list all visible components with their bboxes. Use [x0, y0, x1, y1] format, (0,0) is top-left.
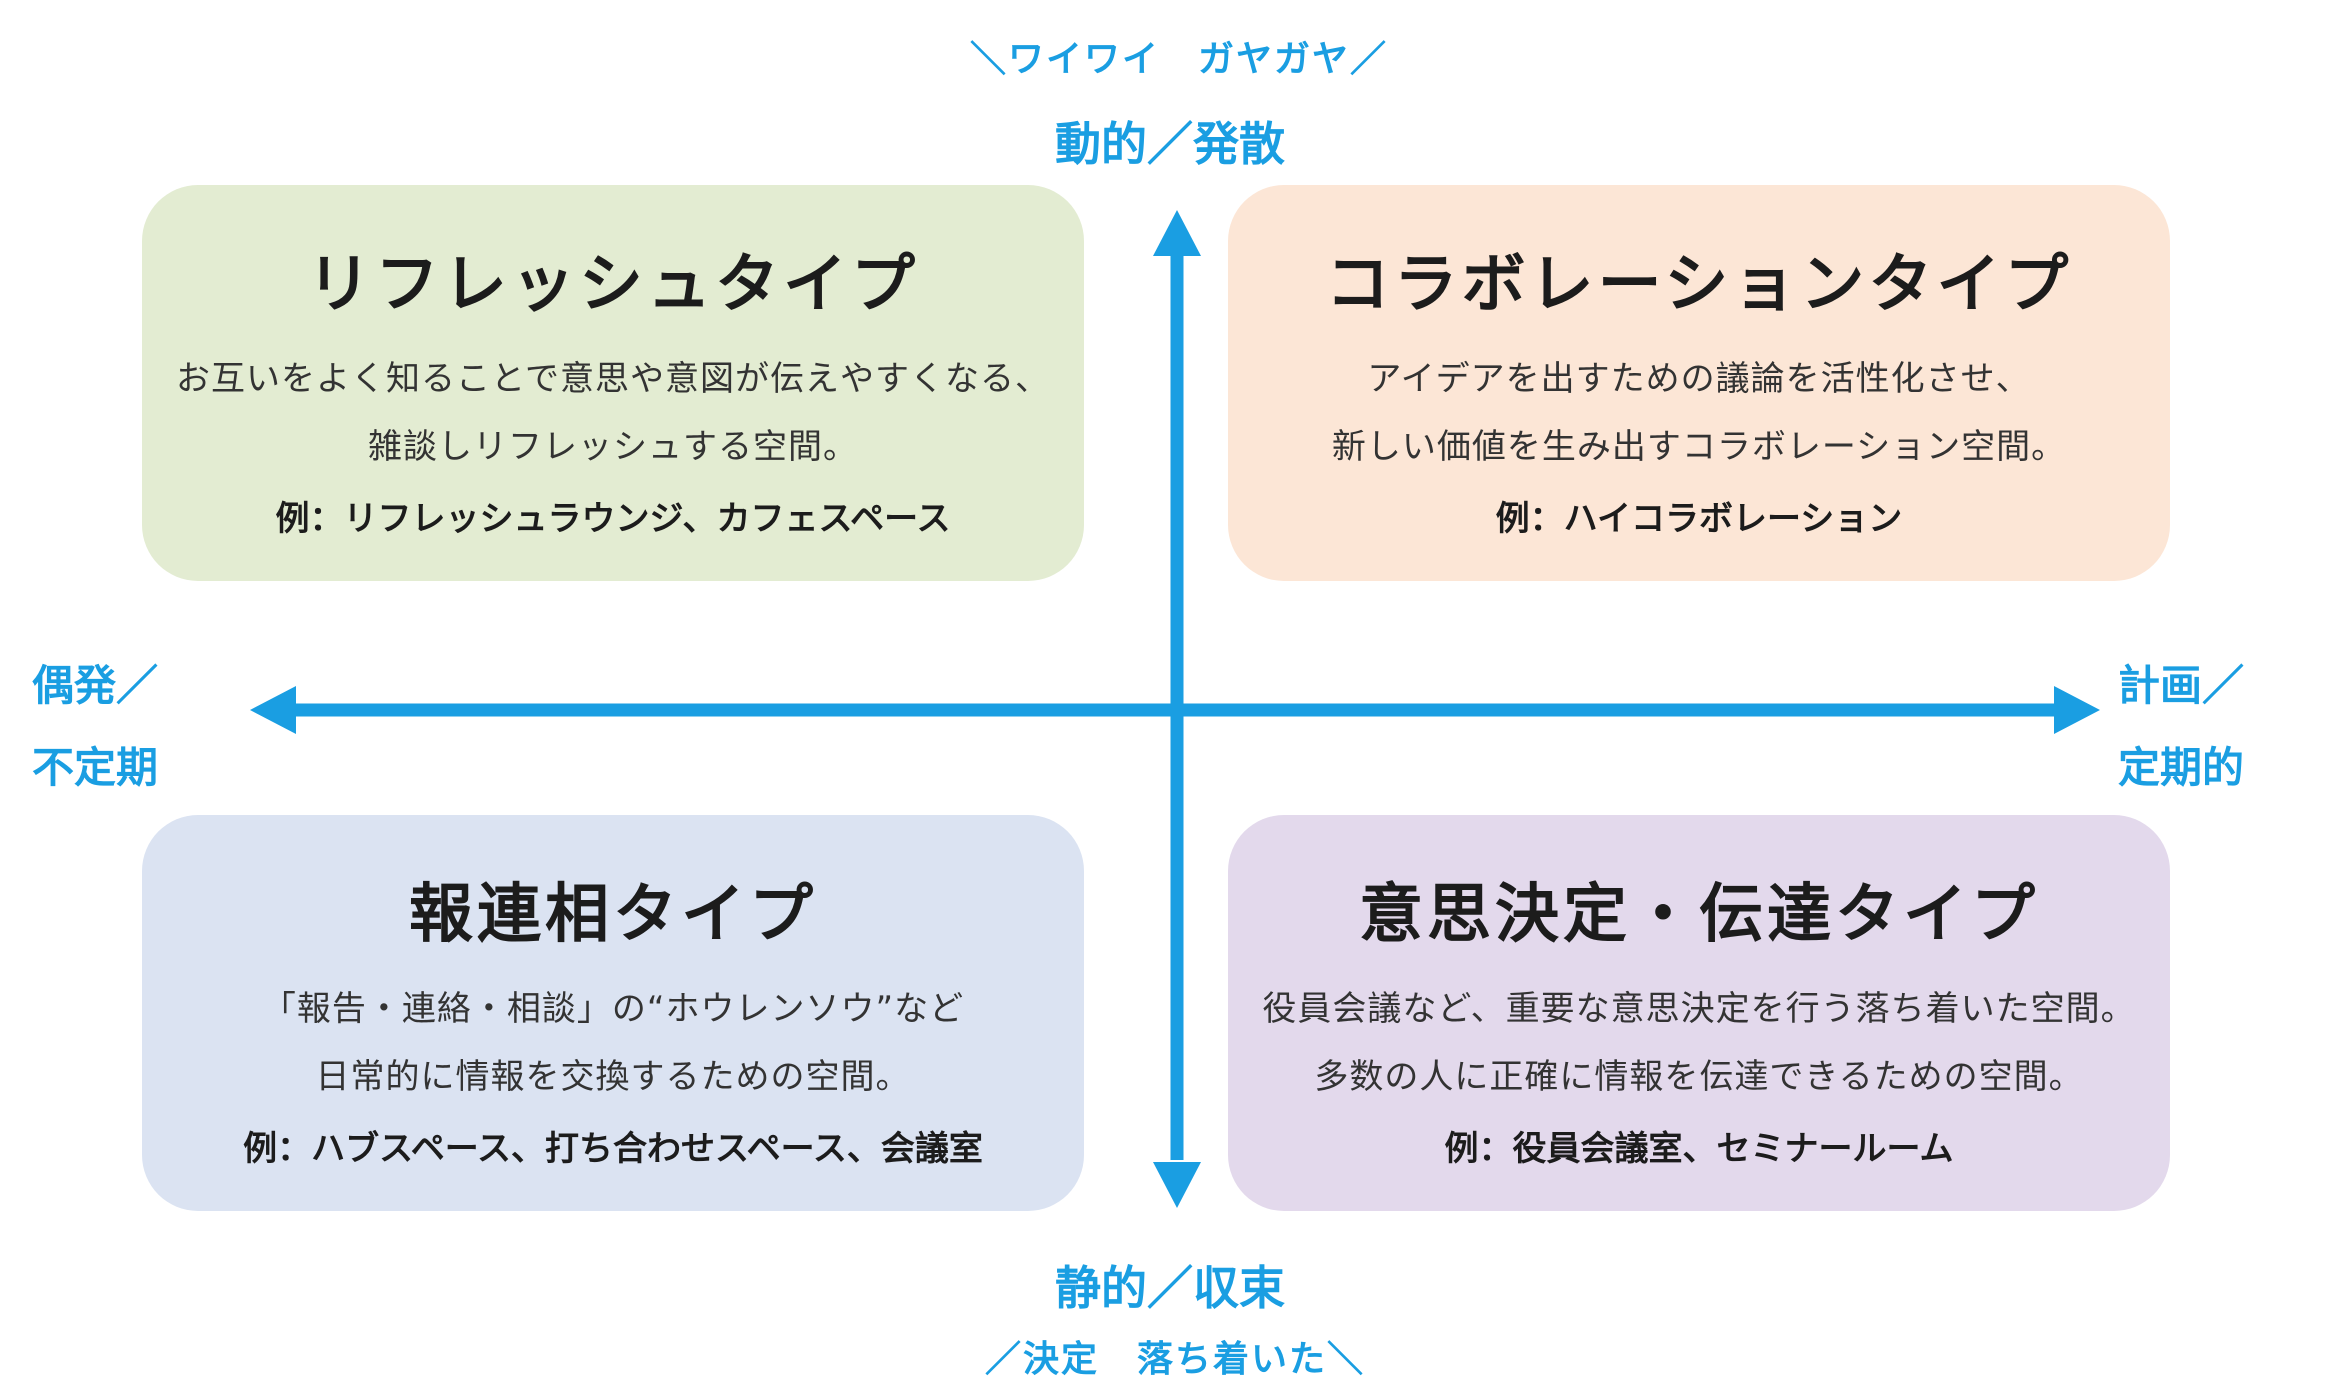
quadrant-example: 例：役員会議室、セミナールーム — [1444, 1129, 1954, 1169]
bottom-axis-sublabel: ／決定 落ち着いた＼ — [985, 1339, 1366, 1380]
right-axis-label-line1: 計画／ — [2118, 661, 2245, 710]
quadrant-example: 例：ハブスペース、打ち合わせスペース、会議室 — [243, 1129, 983, 1169]
quadrant-description-line1: 「報告・連絡・相談」の“ホウレンソウ”など — [261, 989, 965, 1029]
quadrant-description-line1: 役員会議など、重要な意思決定を行う落ち着いた空間。 — [1262, 989, 2136, 1029]
arrow-down-icon — [1153, 1162, 1201, 1208]
arrow-up-icon — [1153, 210, 1201, 256]
quadrant-title: コラボレーションタイプ — [1325, 248, 2073, 322]
arrow-left-icon — [250, 686, 296, 734]
quadrant-example: 例：ハイコラボレーション — [1495, 499, 1903, 539]
quadrant-description-line2: 多数の人に正確に情報を伝達できるための空間。 — [1314, 1057, 2084, 1097]
quadrant-title: 報連相タイプ — [409, 878, 817, 952]
quadrant-description-line1: お互いをよく知ることで意思や意図が伝えやすくなる、 — [176, 359, 1050, 399]
arrow-right-icon — [2054, 686, 2100, 734]
quadrant-description-line2: 新しい価値を生み出すコラボレーション空間。 — [1331, 427, 2067, 467]
quadrant-description-line2: 日常的に情報を交換するための空間。 — [315, 1057, 911, 1097]
quadrant-collaboration: コラボレーションタイプ アイデアを出すための議論を活性化させ、 新しい価値を生み… — [1228, 185, 2170, 581]
quadrant-title: リフレッシュタイプ — [307, 248, 919, 322]
left-axis-label-line2: 不定期 — [32, 743, 159, 792]
top-axis-label: 動的／発散 — [1055, 117, 1285, 171]
quadrant-refresh: リフレッシュタイプ お互いをよく知ることで意思や意図が伝えやすくなる、 雑談しリ… — [142, 185, 1084, 581]
quadrant-report: 報連相タイプ 「報告・連絡・相談」の“ホウレンソウ”など 日常的に情報を交換する… — [142, 815, 1084, 1211]
quadrant-example: 例：リフレッシュラウンジ、カフェスペース — [275, 499, 951, 539]
quadrant-description-line2: 雑談しリフレッシュする空間。 — [368, 427, 858, 467]
bottom-axis-label: 静的／収束 — [1055, 1261, 1285, 1315]
top-axis-sublabel: ＼ワイワイ ガヤガヤ／ — [970, 39, 1389, 80]
left-axis-label-line1: 偶発／ — [32, 661, 159, 710]
quadrant-title: 意思決定・伝達タイプ — [1359, 878, 2039, 952]
quadrant-decision: 意思決定・伝達タイプ 役員会議など、重要な意思決定を行う落ち着いた空間。 多数の… — [1228, 815, 2170, 1211]
quadrant-description-line1: アイデアを出すための議論を活性化させ、 — [1367, 359, 2031, 399]
right-axis-label-line2: 定期的 — [2118, 743, 2245, 792]
